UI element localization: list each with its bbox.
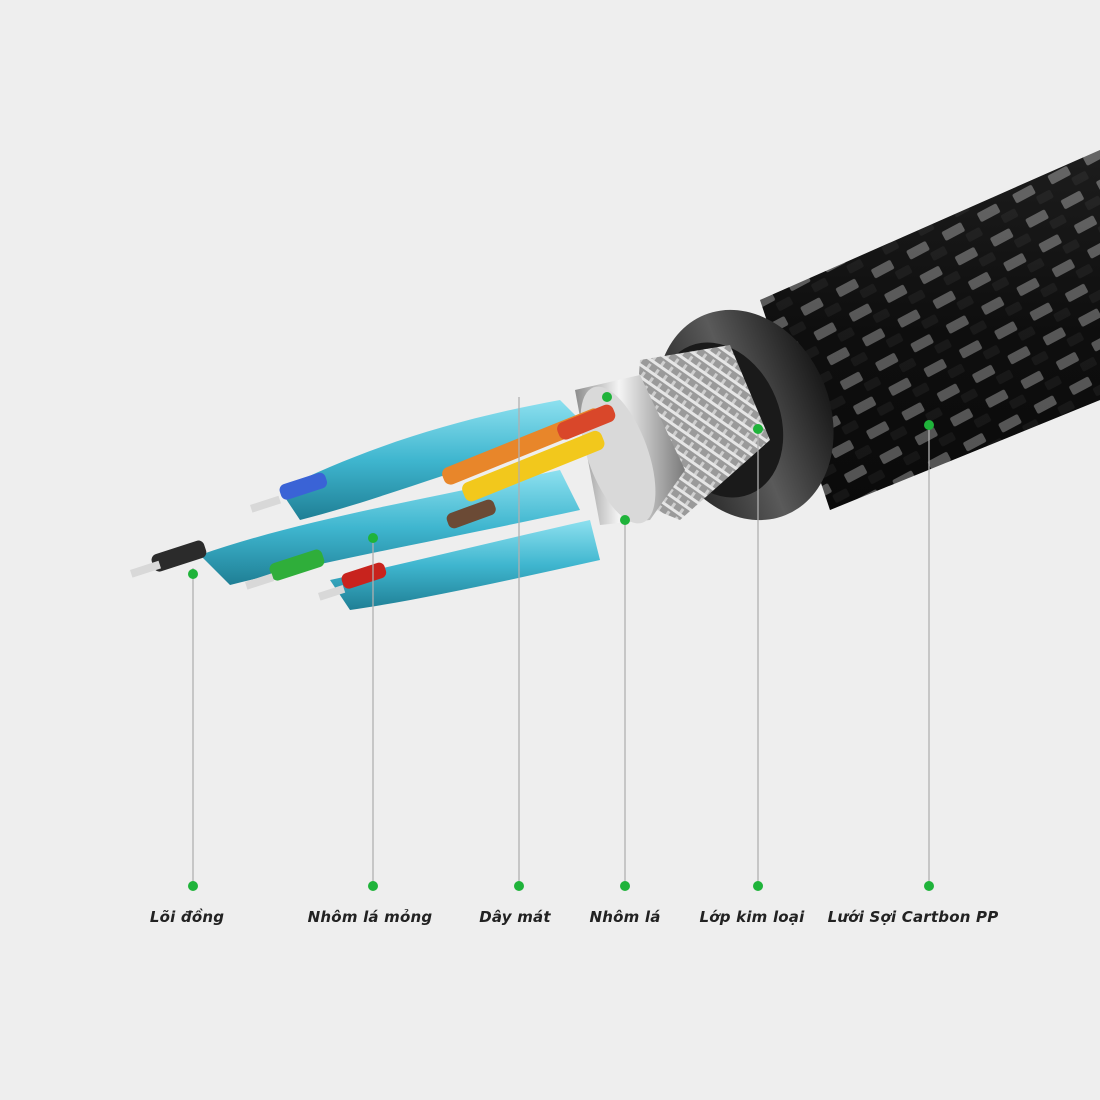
dot-ground-wire-top	[602, 392, 612, 402]
label-ground-wire: Dây mát	[479, 908, 551, 926]
label-thin-aluminum-foil: Nhôm lá mỏng	[307, 908, 433, 926]
label-copper-core: Lõi đồng	[149, 908, 225, 926]
dot-copper-core-bottom	[188, 881, 198, 891]
dot-metal-layer-top	[753, 424, 763, 434]
label-aluminum-foil: Nhôm lá	[589, 908, 661, 926]
dot-metal-layer-bottom	[753, 881, 763, 891]
callout-dots	[188, 392, 934, 891]
label-metal-layer: Lớp kim loại	[699, 908, 805, 926]
colored-wires	[130, 404, 616, 601]
callout-lines	[192, 397, 930, 886]
label-carbon-pp-braid: Lưới Sợi Cartbon PP	[827, 908, 999, 926]
dot-thin-foil-bottom	[368, 881, 378, 891]
dot-carbon-braid-top	[924, 420, 934, 430]
braided-jacket	[760, 150, 1100, 510]
dot-aluminum-foil-bottom	[620, 881, 630, 891]
dot-copper-core-top	[188, 569, 198, 579]
dot-aluminum-foil-top	[620, 515, 630, 525]
dot-carbon-braid-bottom	[924, 881, 934, 891]
dot-thin-foil-top	[368, 533, 378, 543]
dot-ground-wire-bottom	[514, 881, 524, 891]
